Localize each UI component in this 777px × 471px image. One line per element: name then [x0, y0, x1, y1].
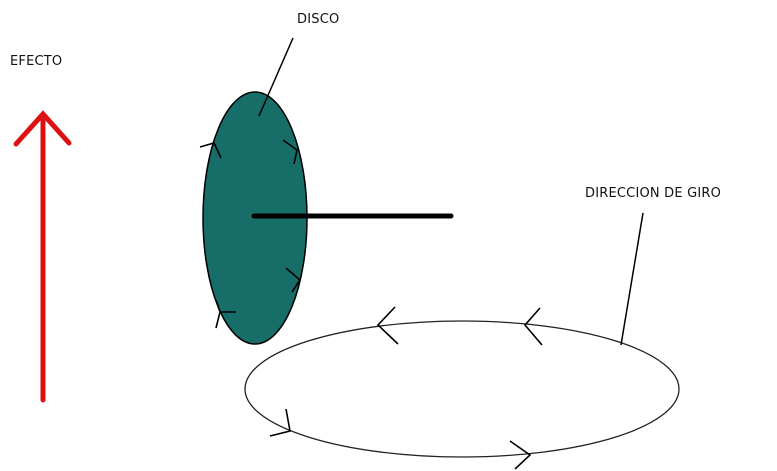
disc-arrowhead-bottom-left-tail: [216, 312, 220, 328]
rotation-leader-line: [621, 213, 643, 345]
rotation-arrowhead-top-right: [525, 308, 542, 345]
rotation-path: [245, 321, 679, 457]
effect-arrow: [16, 114, 69, 400]
effect-label: EFECTO: [10, 54, 62, 69]
rotation-direction-label: DIRECCION DE GIRO: [585, 186, 721, 201]
disc-label: DISCO: [297, 12, 339, 27]
